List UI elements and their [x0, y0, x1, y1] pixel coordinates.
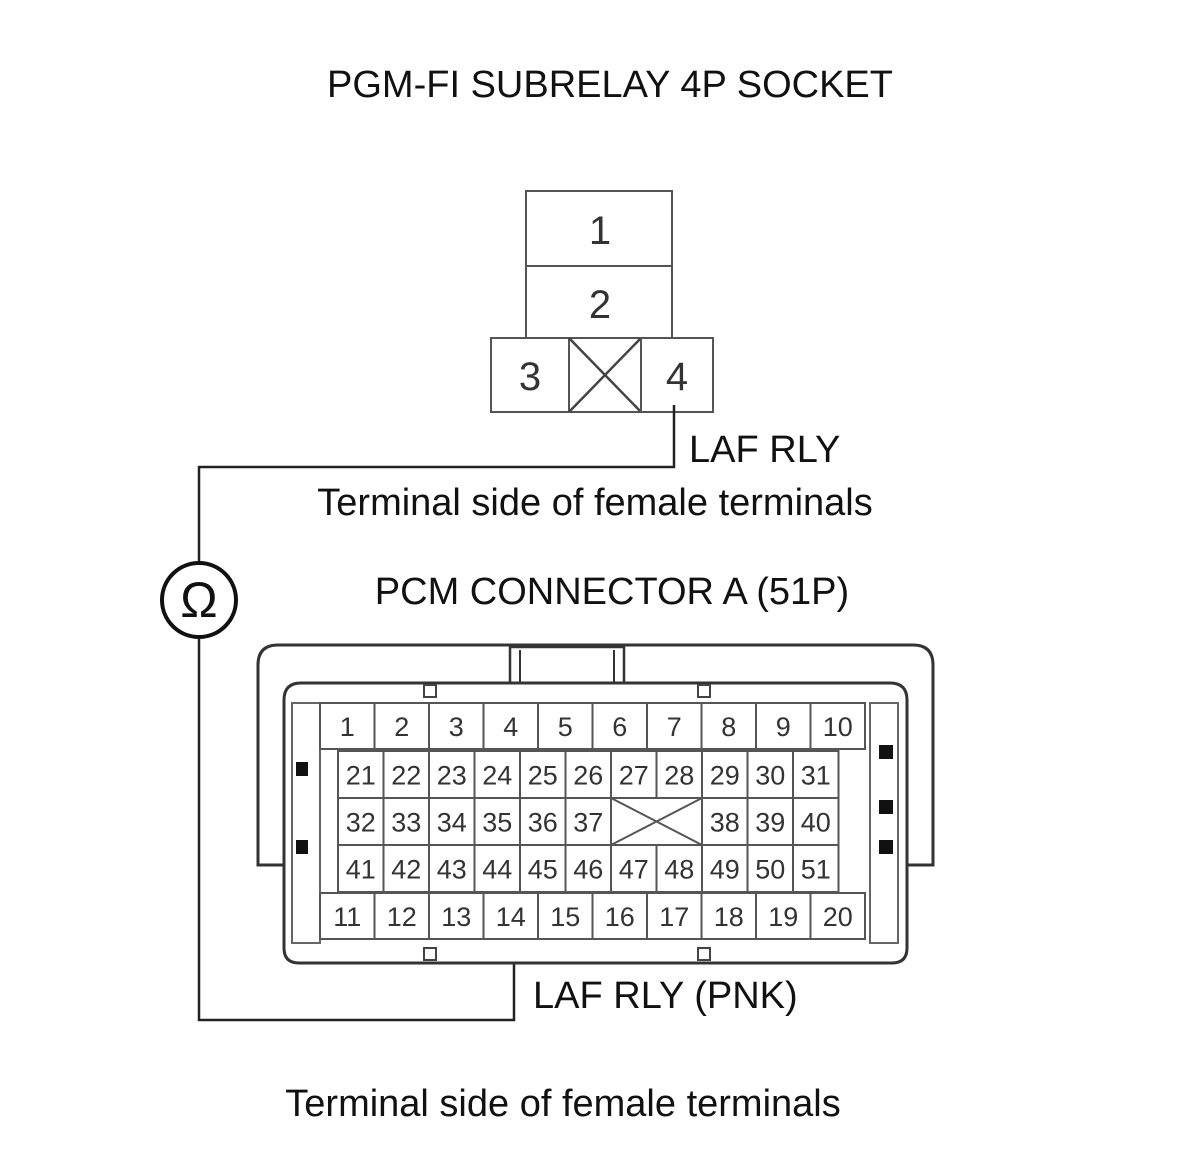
pcm-pin-cell — [373, 892, 430, 940]
pcm-pin-3: 3 — [449, 712, 464, 742]
pcm-pin-25: 25 — [528, 761, 558, 791]
pcm-pin-42: 42 — [391, 855, 421, 885]
pcm-pin-cell — [319, 892, 376, 940]
pcm-pin-6: 6 — [612, 712, 627, 742]
pcm-pin-2: 2 — [394, 712, 409, 742]
socket-pin-4: 4 — [666, 355, 688, 399]
socket-pin-2: 2 — [589, 283, 611, 327]
pcm-pin-22: 22 — [391, 761, 421, 791]
pcm-pin-24: 24 — [482, 761, 512, 791]
pcm-pin-7: 7 — [667, 712, 682, 742]
pcm-pin-cell — [792, 750, 840, 799]
pcm-pin-40: 40 — [801, 808, 831, 838]
pcm-pin-17: 17 — [659, 902, 689, 932]
socket-wire-label: LAF RLY — [689, 429, 840, 471]
pcm-pin-27: 27 — [619, 761, 649, 791]
pcm-pin-29: 29 — [710, 761, 740, 791]
pcm-pin-cell — [746, 797, 794, 846]
pcm-pin-51: 51 — [801, 855, 831, 885]
ohmmeter-icon: Ω — [160, 561, 238, 639]
pcm-pin-cell — [537, 892, 594, 940]
pcm-pin-cell — [482, 702, 539, 750]
pcm-pin-14: 14 — [496, 902, 526, 932]
pcm-blank-cross — [610, 797, 703, 846]
pcm-pin-34: 34 — [437, 808, 467, 838]
pcm-pin-cell — [591, 702, 648, 750]
svg-text:Ω: Ω — [180, 572, 217, 628]
test-leads — [197, 405, 676, 1022]
pcm-pin-32: 32 — [346, 808, 376, 838]
socket-view-note: Terminal side of female terminals — [317, 482, 872, 524]
pcm-pin-47: 47 — [619, 855, 649, 885]
pcm-pin-cell — [564, 797, 612, 846]
pcm-pin-cell — [792, 797, 840, 846]
pcm-pin-37: 37 — [573, 808, 603, 838]
pcm-pin-43: 43 — [437, 855, 467, 885]
pcm-pin-39: 39 — [755, 808, 785, 838]
socket-pin-1: 1 — [589, 209, 611, 253]
pcm-pin-38: 38 — [710, 808, 740, 838]
pcm-pin-cell — [700, 702, 757, 750]
pcm-pin-26: 26 — [573, 761, 603, 791]
pcm-pin-28: 28 — [664, 761, 694, 791]
subrelay-socket: 1 2 3 4 — [490, 190, 714, 413]
pcm-title: PCM CONNECTOR A (51P) — [375, 571, 849, 613]
pcm-pin-cell — [337, 797, 385, 846]
pcm-pin-20: 20 — [823, 902, 853, 932]
pcm-pin-13: 13 — [441, 902, 471, 932]
pcm-pin-12: 12 — [387, 902, 417, 932]
pcm-pin-cell — [646, 702, 703, 750]
pcm-pin-cell — [319, 702, 376, 750]
pcm-pin-15: 15 — [550, 902, 580, 932]
pcm-pin-cell — [537, 702, 594, 750]
pcm-pin-36: 36 — [528, 808, 558, 838]
pcm-pin-5: 5 — [558, 712, 573, 742]
socket-title: PGM-FI SUBRELAY 4P SOCKET — [327, 64, 893, 106]
pcm-wire-label: LAF RLY (PNK) — [533, 975, 798, 1017]
pcm-pin-45: 45 — [528, 855, 558, 885]
pcm-pin-35: 35 — [482, 808, 512, 838]
pcm-pin-8: 8 — [721, 712, 736, 742]
pcm-pin-19: 19 — [768, 902, 798, 932]
pcm-pin-cell — [564, 844, 612, 893]
pcm-pin-11: 11 — [333, 902, 361, 932]
pcm-pin-48: 48 — [664, 855, 694, 885]
pcm-pin-49: 49 — [710, 855, 740, 885]
pcm-view-note: Terminal side of female terminals — [285, 1083, 840, 1125]
pcm-pin-10: 10 — [823, 712, 853, 742]
pcm-pin-31: 31 — [801, 761, 831, 791]
pcm-pin-cell — [473, 797, 521, 846]
pcm-pin-cell — [519, 797, 567, 846]
pcm-pin-9: 9 — [776, 712, 791, 742]
pcm-pin-cell — [519, 844, 567, 893]
pcm-pin-23: 23 — [437, 761, 467, 791]
pcm-pin-50: 50 — [755, 855, 785, 885]
pcm-pin-21: 21 — [346, 761, 376, 791]
pcm-pin-33: 33 — [391, 808, 421, 838]
pcm-pin-41: 41 — [346, 855, 376, 885]
socket-pin-3: 3 — [519, 355, 541, 399]
pcm-pin-cell — [809, 702, 866, 750]
pcm-pin-18: 18 — [714, 902, 744, 932]
pcm-pin-30: 30 — [755, 761, 785, 791]
pcm-pin-cell — [337, 844, 385, 893]
pcm-pin-cell — [746, 844, 794, 893]
pcm-pin-cell — [428, 702, 485, 750]
pcm-pin-16: 16 — [605, 902, 635, 932]
pcm-pin-46: 46 — [573, 855, 603, 885]
pcm-pin-cell — [755, 702, 812, 750]
pcm-pin-cell — [655, 844, 703, 893]
pcm-pin-4: 4 — [503, 712, 518, 742]
pcm-pin-cell — [428, 797, 476, 846]
pcm-pin-1: 1 — [340, 712, 355, 742]
pcm-pin-44: 44 — [482, 855, 512, 885]
